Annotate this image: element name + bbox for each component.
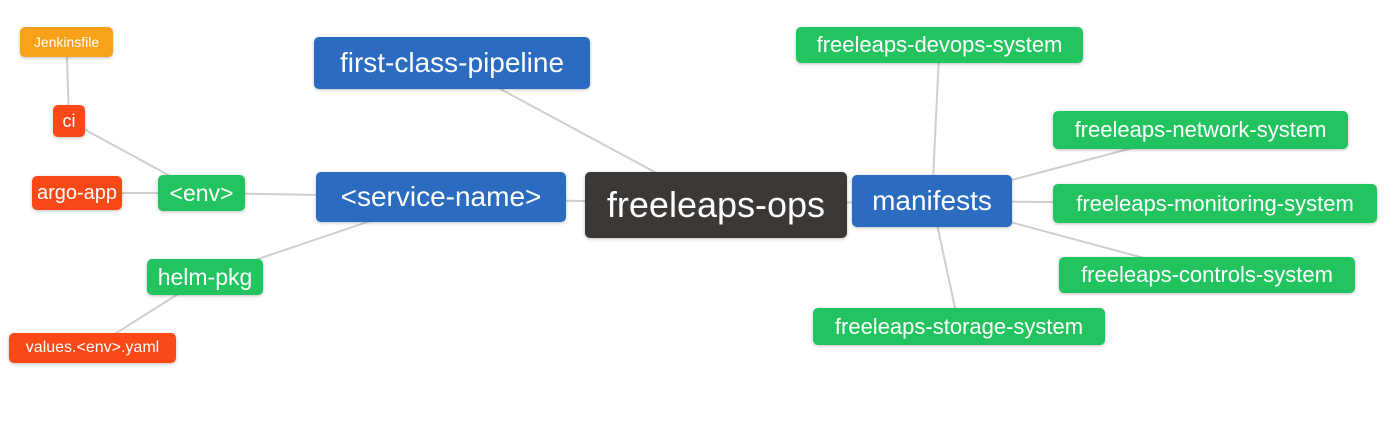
node-label: <service-name> bbox=[340, 181, 542, 212]
node-freeleaps-devops-system[interactable]: freeleaps-devops-system bbox=[796, 27, 1083, 63]
node-manifests[interactable]: manifests bbox=[852, 175, 1012, 227]
node-service-name[interactable]: <service-name> bbox=[316, 172, 566, 222]
node-label: manifests bbox=[872, 185, 992, 216]
node-env[interactable]: <env> bbox=[158, 175, 245, 211]
node-label: helm-pkg bbox=[157, 263, 253, 290]
node-jenkinsfile[interactable]: Jenkinsfile bbox=[20, 27, 113, 57]
node-label: freeleaps-ops bbox=[606, 184, 826, 225]
node-label: argo-app bbox=[36, 182, 118, 204]
node-argo-app[interactable]: argo-app bbox=[32, 176, 122, 210]
node-freeleaps-controls-system[interactable]: freeleaps-controls-system bbox=[1059, 257, 1355, 293]
node-label: freeleaps-storage-system bbox=[834, 313, 1084, 339]
node-label: freeleaps-controls-system bbox=[1081, 262, 1333, 287]
node-label: freeleaps-devops-system bbox=[816, 32, 1063, 57]
node-first-class-pipeline[interactable]: first-class-pipeline bbox=[314, 37, 590, 89]
node-label: ci bbox=[62, 111, 76, 131]
node-label: freeleaps-monitoring-system bbox=[1076, 190, 1354, 216]
node-label: values.<env>.yaml bbox=[25, 339, 160, 356]
node-freeleaps-monitoring-system[interactable]: freeleaps-monitoring-system bbox=[1053, 184, 1377, 223]
node-label: first-class-pipeline bbox=[339, 47, 565, 78]
node-freeleaps-ops[interactable]: freeleaps-ops bbox=[585, 172, 847, 238]
node-label: <env> bbox=[169, 179, 234, 206]
node-values-env-yaml[interactable]: values.<env>.yaml bbox=[9, 333, 176, 363]
node-helm-pkg[interactable]: helm-pkg bbox=[147, 259, 263, 295]
node-label: Jenkinsfile bbox=[33, 34, 100, 50]
node-freeleaps-network-system[interactable]: freeleaps-network-system bbox=[1053, 111, 1348, 149]
node-label: freeleaps-network-system bbox=[1074, 117, 1327, 142]
node-freeleaps-storage-system[interactable]: freeleaps-storage-system bbox=[813, 308, 1105, 345]
node-ci[interactable]: ci bbox=[53, 105, 85, 137]
